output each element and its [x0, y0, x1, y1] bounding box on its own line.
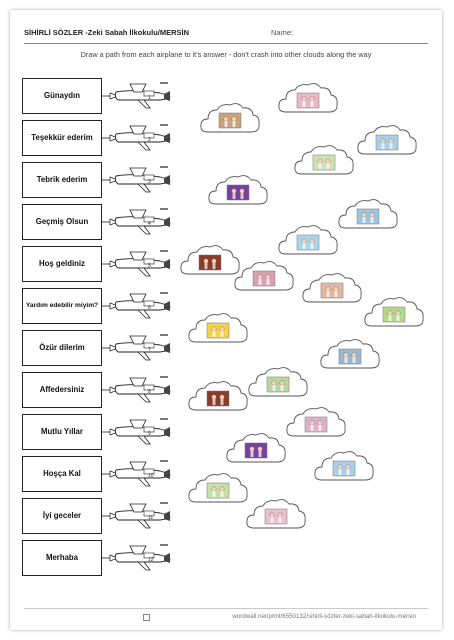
answer-cloud[interactable]	[246, 364, 310, 404]
header-divider	[24, 43, 428, 44]
answer-cloud[interactable]	[232, 258, 296, 298]
answer-cloud[interactable]	[292, 142, 356, 182]
answer-cloud[interactable]	[178, 242, 242, 282]
answer-cloud[interactable]	[276, 80, 340, 120]
instruction-text: Draw a path from each airplane to it's a…	[80, 50, 372, 59]
airplane-number: 6	[148, 305, 151, 311]
name-label: Name:	[271, 28, 294, 37]
worksheet-page: SİHİRLİ SÖZLER -Zeki Sabah İlkokulu/MERS…	[10, 10, 442, 630]
answer-cloud[interactable]	[224, 430, 288, 470]
airplane-icon[interactable]	[102, 460, 172, 488]
airplane-icon[interactable]	[102, 292, 172, 320]
phrase-box: Mutlu Yıllar	[22, 414, 102, 450]
airplane-number: 12	[148, 557, 154, 563]
airplane-icon[interactable]	[102, 82, 172, 110]
sleeping-child-picture	[296, 234, 320, 251]
family-bed-picture	[304, 416, 328, 433]
phrase-row: Günaydın 1	[22, 78, 192, 116]
kids-playing-picture	[206, 482, 230, 499]
mother-child-picture	[320, 282, 344, 299]
airplane-icon[interactable]	[102, 208, 172, 236]
phrase-box: Hoş geldiniz	[22, 246, 102, 282]
phrase-row: Özür dilerim 7	[22, 330, 192, 368]
answer-cloud[interactable]	[312, 448, 376, 488]
door-picture	[198, 254, 222, 271]
footer-url[interactable]: wordwall.net/print/6550132/sihirli-sözle…	[232, 613, 416, 620]
answer-cloud[interactable]	[362, 294, 426, 334]
two-children-picture	[312, 154, 336, 171]
sun-picture	[206, 322, 230, 339]
phrase-box: Geçmiş Olsun	[22, 204, 102, 240]
answer-cloud[interactable]	[198, 100, 262, 140]
airplane-icon[interactable]	[102, 124, 172, 152]
phrase-row: Hoş geldiniz 5	[22, 246, 192, 284]
airplane-number: 4	[148, 221, 151, 227]
answer-cloud[interactable]	[186, 470, 250, 510]
airplane-number: 1	[148, 95, 151, 101]
airplane-number: 2	[148, 137, 151, 143]
door-picture-2	[206, 390, 230, 407]
phrase-box: Tebrik ederim	[22, 162, 102, 198]
answer-cloud[interactable]	[186, 378, 250, 418]
phrase-row: Hoşça Kal 10	[22, 456, 192, 494]
airplane-number: 9	[148, 431, 151, 437]
airplane-number: 8	[148, 389, 151, 395]
airplane-icon[interactable]	[102, 250, 172, 278]
answer-cloud[interactable]	[318, 336, 382, 376]
phrase-row: Mutlu Yıllar 9	[22, 414, 192, 452]
answer-cloud[interactable]	[206, 172, 270, 212]
airplane-icon[interactable]	[102, 544, 172, 572]
airplane-icon[interactable]	[102, 376, 172, 404]
worksheet-title: SİHİRLİ SÖZLER -Zeki Sabah İlkokulu/MERS…	[24, 28, 190, 37]
phrase-box: İyi geceler	[22, 498, 102, 534]
phrase-box: Hoşça Kal	[22, 456, 102, 492]
cake-party-picture	[244, 442, 268, 459]
phrase-box: Teşekkür ederim	[22, 120, 102, 156]
phrase-row: İyi geceler 11	[22, 498, 192, 536]
answer-cloud[interactable]	[336, 196, 400, 236]
answer-cloud[interactable]	[355, 122, 419, 162]
phrase-box: Affedersiniz	[22, 372, 102, 408]
people-reading-picture	[218, 112, 242, 129]
birthday-cake-picture	[226, 184, 250, 201]
airplane-number: 10	[148, 473, 154, 479]
kids-waving-picture	[332, 460, 356, 477]
airplane-icon[interactable]	[102, 166, 172, 194]
two-people-greeting-picture	[375, 134, 399, 151]
phrase-box: Merhaba	[22, 540, 102, 576]
phrase-box: Yardım edebilir miyim?	[22, 288, 102, 324]
airplane-icon[interactable]	[102, 334, 172, 362]
phrase-row: Tebrik ederim 3	[22, 162, 192, 200]
footer-divider	[24, 608, 428, 609]
answer-cloud[interactable]	[276, 222, 340, 262]
airplane-number: 7	[148, 347, 151, 353]
answer-cloud[interactable]	[244, 496, 308, 536]
answer-cloud[interactable]	[186, 310, 250, 350]
phrase-box: Günaydın	[22, 78, 102, 114]
phrase-row: Merhaba 12	[22, 540, 192, 578]
classroom-picture	[252, 270, 276, 287]
airplane-icon[interactable]	[102, 502, 172, 530]
two-friends-picture	[382, 306, 406, 323]
answer-cloud[interactable]	[284, 404, 348, 444]
airplane-icon[interactable]	[102, 418, 172, 446]
phrase-row: Affedersiniz 8	[22, 372, 192, 410]
phrase-box: Özür dilerim	[22, 330, 102, 366]
wordwall-logo-icon	[143, 614, 150, 621]
header: SİHİRLİ SÖZLER -Zeki Sabah İlkokulu/MERS…	[24, 28, 428, 42]
airplane-number: 5	[148, 263, 151, 269]
phrase-row: Teşekkür ederim 2	[22, 120, 192, 158]
family-goodbye-picture	[264, 508, 288, 525]
airplane-number: 3	[148, 179, 151, 185]
kids-talking-picture	[266, 376, 290, 393]
phrase-row: Geçmiş Olsun 4	[22, 204, 192, 242]
teacher-picture	[356, 208, 380, 225]
hospital-bed-picture	[338, 348, 362, 365]
answer-cloud[interactable]	[300, 270, 364, 310]
family-couch-picture	[296, 92, 320, 109]
airplane-number: 11	[148, 515, 154, 521]
phrase-row: Yardım edebilir miyim? 6	[22, 288, 192, 326]
